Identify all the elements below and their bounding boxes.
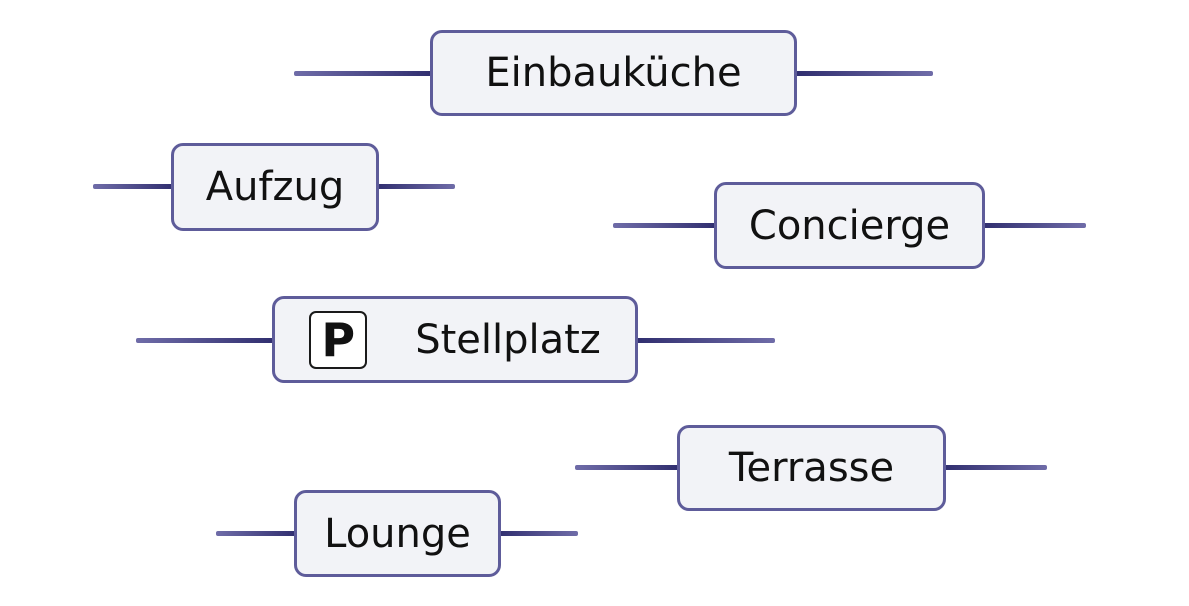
- connector-aufzug-left: [93, 184, 175, 189]
- connector-lounge-left: [216, 531, 298, 536]
- connector-terrasse-left: [575, 465, 681, 470]
- connector-lounge-right: [497, 531, 578, 536]
- feature-label: Terrasse: [728, 445, 895, 491]
- connector-concierge-right: [981, 223, 1086, 228]
- feature-label: Concierge: [748, 202, 951, 249]
- feature-label: Einbauküche: [485, 50, 742, 96]
- parking-sign-icon: P: [309, 310, 368, 369]
- connector-concierge-left: [613, 223, 718, 228]
- feature-label: Stellplatz: [415, 316, 601, 363]
- feature-tag-einbaukueche: Einbauküche: [430, 30, 797, 116]
- connector-terrasse-right: [942, 465, 1047, 470]
- feature-tag-aufzug: Aufzug: [171, 143, 379, 231]
- feature-label: Lounge: [324, 510, 471, 557]
- feature-label: Aufzug: [205, 164, 345, 210]
- connector-stellplatz-left: [136, 338, 277, 343]
- feature-tag-terrasse: Terrasse: [677, 425, 946, 511]
- connector-stellplatz-right: [634, 338, 775, 343]
- connector-einbaukueche-right: [794, 71, 933, 76]
- feature-tag-concierge: Concierge: [714, 182, 985, 269]
- connector-einbaukueche-left: [294, 71, 434, 76]
- feature-tag-stellplatz: P Stellplatz: [272, 296, 638, 383]
- connector-aufzug-right: [375, 184, 455, 189]
- feature-tag-lounge: Lounge: [294, 490, 501, 577]
